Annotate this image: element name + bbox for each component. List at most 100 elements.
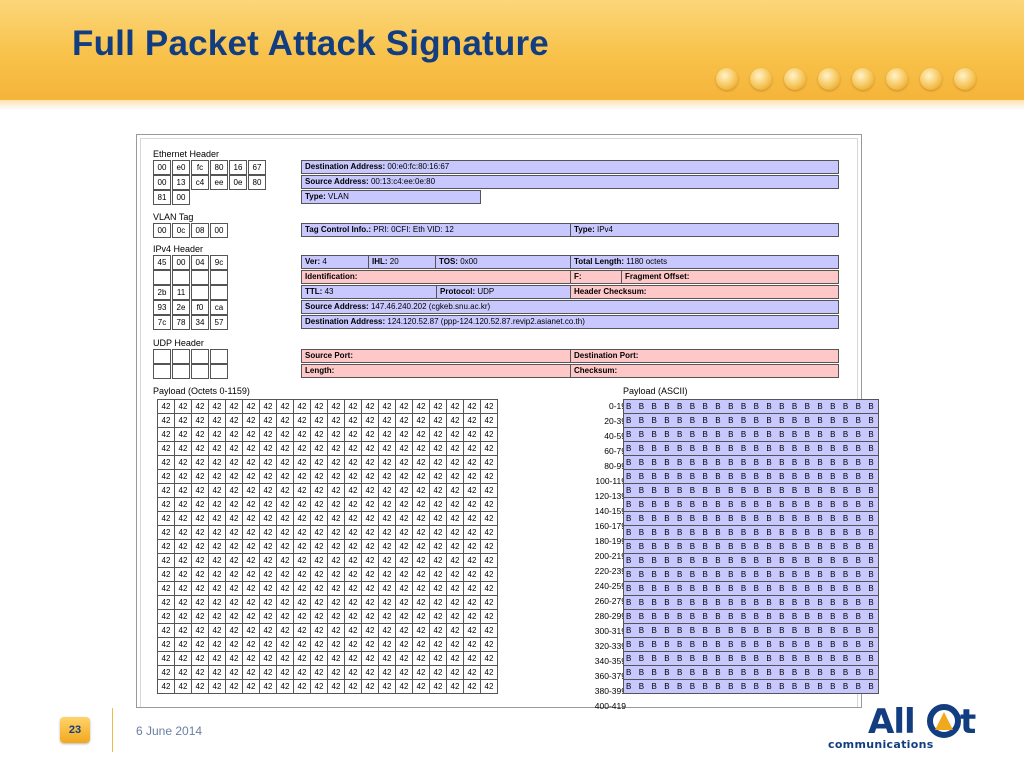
payload-byte: 42 bbox=[395, 539, 413, 554]
payload-byte: 42 bbox=[327, 511, 345, 526]
payload-byte: 42 bbox=[225, 665, 243, 680]
hex-byte: 00 bbox=[153, 223, 171, 238]
payload-byte: 42 bbox=[463, 483, 481, 498]
payload-byte: 42 bbox=[429, 511, 447, 526]
svg-text:t: t bbox=[960, 702, 976, 742]
payload-byte: 42 bbox=[310, 665, 328, 680]
payload-byte: 42 bbox=[208, 441, 226, 456]
payload-byte: 42 bbox=[446, 525, 464, 540]
payload-byte: 42 bbox=[446, 637, 464, 652]
hex-byte bbox=[172, 349, 190, 364]
payload-byte: 42 bbox=[446, 511, 464, 526]
payload-byte: 42 bbox=[259, 581, 277, 596]
payload-byte: 42 bbox=[276, 469, 294, 484]
payload-byte: 42 bbox=[310, 525, 328, 540]
hex-byte: ca bbox=[210, 300, 228, 315]
payload-byte: 42 bbox=[157, 497, 175, 512]
hex-byte: 80 bbox=[248, 175, 266, 190]
payload-byte: 42 bbox=[293, 609, 311, 624]
payload-byte: 42 bbox=[157, 609, 175, 624]
payload-byte: 42 bbox=[157, 469, 175, 484]
hex-byte: e0 bbox=[172, 160, 190, 175]
payload-byte: 42 bbox=[225, 679, 243, 694]
payload-byte: 42 bbox=[276, 637, 294, 652]
ip-src-field: Source Address: 147.46.240.202 (cgkeb.sn… bbox=[301, 300, 839, 314]
payload-byte: 42 bbox=[446, 483, 464, 498]
payload-byte: 42 bbox=[157, 595, 175, 610]
ethernet-header-label: Ethernet Header bbox=[153, 149, 220, 159]
hex-byte: 08 bbox=[191, 223, 209, 238]
hex-byte: fc bbox=[191, 160, 209, 175]
payload-range-label: 280-299 bbox=[594, 611, 626, 621]
payload-byte: 42 bbox=[276, 539, 294, 554]
payload-byte: 42 bbox=[327, 441, 345, 456]
payload-byte: 42 bbox=[191, 595, 209, 610]
payload-byte: 42 bbox=[259, 623, 277, 638]
payload-byte: 42 bbox=[446, 427, 464, 442]
payload-byte: 42 bbox=[174, 553, 192, 568]
payload-byte: 42 bbox=[395, 609, 413, 624]
payload-byte: 42 bbox=[429, 441, 447, 456]
ip-ttl-field: TTL: 43 bbox=[301, 285, 437, 299]
field-key: Checksum: bbox=[574, 366, 618, 375]
payload-byte: 42 bbox=[429, 553, 447, 568]
logo-subtitle: communications bbox=[828, 738, 934, 751]
payload-byte: 42 bbox=[429, 679, 447, 694]
payload-byte: 42 bbox=[208, 665, 226, 680]
payload-byte: 42 bbox=[378, 427, 396, 442]
payload-byte: 42 bbox=[480, 441, 498, 456]
payload-byte: 42 bbox=[463, 623, 481, 638]
hex-byte: 00 bbox=[172, 255, 190, 270]
payload-byte: 42 bbox=[276, 581, 294, 596]
ipv4-header-label: IPv4 Header bbox=[153, 244, 204, 254]
payload-byte: 42 bbox=[361, 455, 379, 470]
payload-byte: 42 bbox=[259, 497, 277, 512]
hex-byte: 00 bbox=[210, 223, 228, 238]
payload-byte: 42 bbox=[259, 679, 277, 694]
payload-byte: 42 bbox=[174, 665, 192, 680]
payload-ascii-row: B B B B B B B B B B B B B B B B B B B B bbox=[622, 511, 880, 526]
payload-byte: 42 bbox=[327, 469, 345, 484]
payload-byte: 42 bbox=[242, 399, 260, 414]
payload-byte: 42 bbox=[463, 553, 481, 568]
payload-byte: 42 bbox=[327, 399, 345, 414]
payload-byte: 42 bbox=[157, 679, 175, 694]
payload-byte: 42 bbox=[157, 651, 175, 666]
field-key: Protocol: bbox=[440, 287, 476, 296]
payload-byte: 42 bbox=[276, 455, 294, 470]
payload-byte: 42 bbox=[259, 399, 277, 414]
payload-byte: 42 bbox=[310, 609, 328, 624]
payload-byte: 42 bbox=[208, 637, 226, 652]
payload-byte: 42 bbox=[412, 497, 430, 512]
payload-byte: 42 bbox=[191, 581, 209, 596]
payload-byte: 42 bbox=[395, 469, 413, 484]
payload-range-label: 0-19 bbox=[608, 401, 626, 411]
payload-range-label: 60-79 bbox=[604, 446, 626, 456]
payload-byte: 42 bbox=[293, 441, 311, 456]
payload-byte: 42 bbox=[361, 665, 379, 680]
payload-byte: 42 bbox=[344, 651, 362, 666]
payload-byte: 42 bbox=[429, 637, 447, 652]
payload-ascii-label: Payload (ASCII) bbox=[623, 386, 688, 396]
hex-byte: 78 bbox=[172, 315, 190, 330]
payload-byte: 42 bbox=[174, 595, 192, 610]
payload-byte: 42 bbox=[259, 455, 277, 470]
ip-flags-field: F: bbox=[570, 270, 622, 284]
payload-range-label: 160-179 bbox=[594, 521, 626, 531]
payload-byte: 42 bbox=[480, 399, 498, 414]
payload-byte: 42 bbox=[395, 623, 413, 638]
payload-byte: 42 bbox=[429, 525, 447, 540]
payload-byte: 42 bbox=[242, 525, 260, 540]
payload-byte: 42 bbox=[191, 427, 209, 442]
payload-byte: 42 bbox=[463, 497, 481, 512]
payload-byte: 42 bbox=[463, 609, 481, 624]
payload-byte: 42 bbox=[378, 525, 396, 540]
vlan-tag-label: VLAN Tag bbox=[153, 212, 194, 222]
payload-byte: 42 bbox=[463, 525, 481, 540]
field-key: Length: bbox=[305, 366, 335, 375]
